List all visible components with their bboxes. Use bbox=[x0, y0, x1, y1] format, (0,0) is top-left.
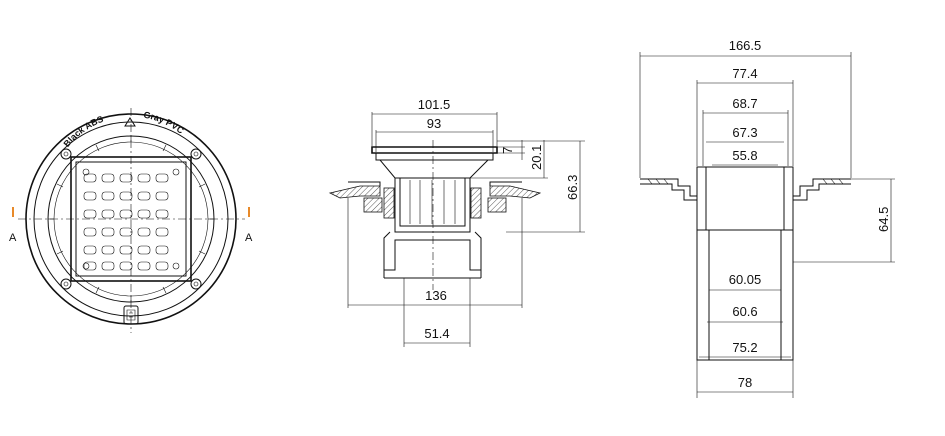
outlet-pipe bbox=[383, 231, 482, 271]
flange-right bbox=[489, 185, 542, 199]
dim-67-3: 67.3 bbox=[732, 125, 757, 140]
screw-hole-icon bbox=[60, 278, 72, 290]
section-marker-right bbox=[248, 207, 250, 217]
grate-screw-icon bbox=[82, 168, 90, 176]
screw-holes bbox=[60, 148, 202, 290]
grate-top-plate bbox=[371, 146, 498, 154]
dim-66-3: 66.3 bbox=[565, 175, 580, 200]
section-view: 166.5 77.4 68.7 67.3 55.8 64.5 60.05 60.… bbox=[639, 38, 895, 398]
clamp-ring-left bbox=[363, 197, 383, 213]
section-upper-body bbox=[696, 166, 794, 231]
dim-60-6: 60.6 bbox=[732, 304, 757, 319]
dim-20-1: 20.1 bbox=[529, 145, 544, 170]
rim-text-2: Gray PVC bbox=[143, 110, 186, 136]
dim-136: 136 bbox=[425, 288, 447, 303]
top-view: Black ABS Gray PVC A A bbox=[9, 108, 253, 333]
section-marker-left bbox=[12, 207, 14, 217]
section-label-right: A bbox=[245, 232, 253, 244]
grate-screw-icon bbox=[172, 262, 180, 270]
side-view: 101.5 93 7 20.1 66.3 136 51.4 bbox=[328, 97, 585, 347]
grate-frame bbox=[70, 156, 192, 282]
tube-wall-left bbox=[383, 187, 395, 219]
dim-101-5: 101.5 bbox=[418, 97, 451, 112]
dim-7: 7 bbox=[500, 147, 515, 154]
tube-wall-right bbox=[470, 187, 482, 219]
screw-hole-icon bbox=[190, 148, 202, 160]
dim-68-7: 68.7 bbox=[732, 96, 757, 111]
dim-55-8: 55.8 bbox=[732, 148, 757, 163]
rim-text: Black ABS bbox=[62, 114, 105, 149]
section-lower-pipe bbox=[696, 229, 794, 361]
section-flange-right bbox=[793, 178, 851, 197]
dim-51-4: 51.4 bbox=[424, 326, 449, 341]
grate-screw-icon bbox=[82, 262, 90, 270]
flange-left bbox=[328, 185, 381, 199]
dim-64-5: 64.5 bbox=[876, 207, 891, 232]
flange-notches bbox=[647, 178, 844, 185]
warning-triangle-icon bbox=[124, 117, 136, 127]
drain-tube bbox=[394, 178, 471, 233]
rib-group bbox=[48, 136, 214, 302]
clamp-ring-right bbox=[487, 197, 507, 213]
flange-inner-circle bbox=[33, 121, 229, 317]
strainer-body bbox=[379, 159, 489, 179]
dim-78: 78 bbox=[738, 375, 752, 390]
dim-60-05: 60.05 bbox=[729, 272, 762, 287]
section-flange-left bbox=[640, 178, 697, 197]
screw-hole-icon bbox=[190, 278, 202, 290]
screw-hole-icon bbox=[60, 148, 72, 160]
dim-166-5: 166.5 bbox=[729, 38, 762, 53]
grate-inner-frame bbox=[75, 161, 187, 277]
strainer-bars bbox=[409, 180, 456, 224]
logo-icon bbox=[123, 305, 139, 325]
dim-93: 93 bbox=[427, 116, 441, 131]
section-label-left: A bbox=[9, 232, 17, 244]
dim-75-2: 75.2 bbox=[732, 340, 757, 355]
dim-77-4: 77.4 bbox=[732, 66, 757, 81]
grate-slots bbox=[83, 173, 169, 271]
grate-screw-icon bbox=[172, 168, 180, 176]
